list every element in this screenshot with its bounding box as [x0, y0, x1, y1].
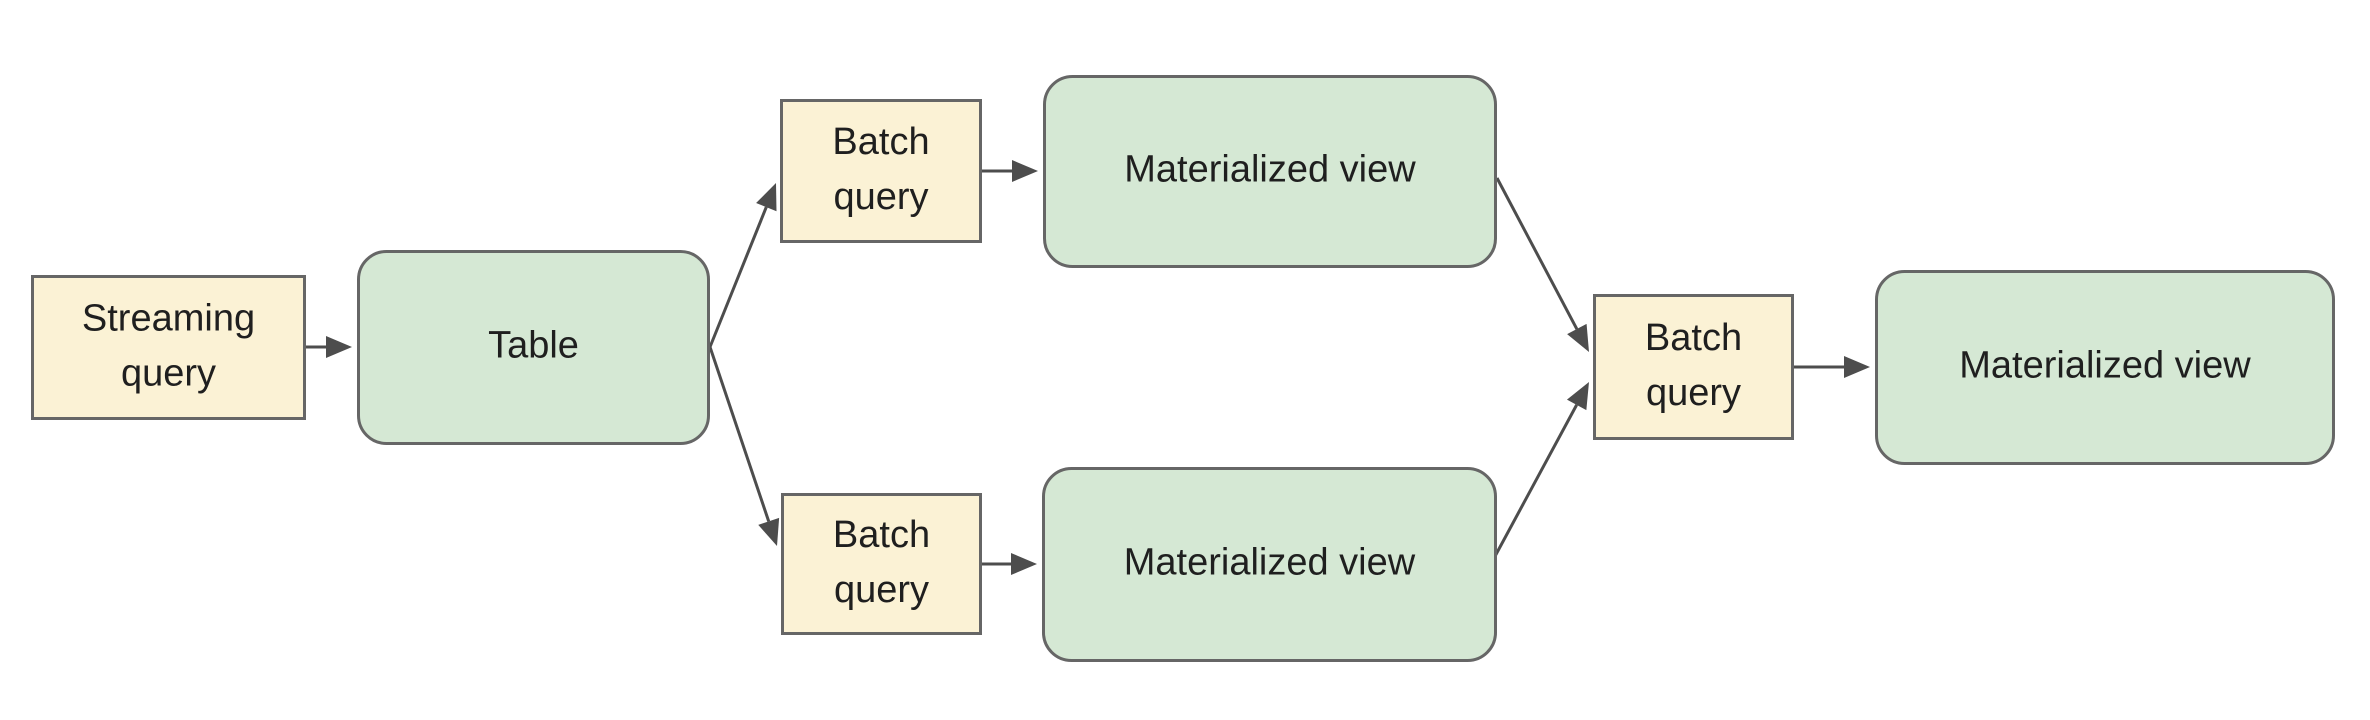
node-shape[interactable] [357, 250, 710, 445]
node-label: Materialized view [1124, 542, 1416, 584]
edges-layer [306, 160, 1870, 575]
node-label-line2: query [833, 176, 928, 218]
edge-table-to-batch-bottom [708, 346, 780, 546]
node-label: Materialized view [1124, 149, 1416, 191]
edge-shaft [1491, 404, 1578, 561]
nodes-layer: StreamingqueryTableBatchqueryMaterialize… [31, 75, 2335, 662]
arrowhead-icon [1012, 160, 1038, 182]
node-label-line1: Batch [832, 121, 929, 163]
arrowhead-icon [1844, 356, 1870, 378]
node-label-line2: query [834, 569, 929, 611]
node-shape[interactable] [1593, 294, 1794, 440]
edge-mv-top-to-batch-right [1495, 177, 1589, 352]
node-materialized-view-top[interactable]: Materialized view [1043, 75, 1497, 268]
arrowhead-icon [758, 517, 780, 546]
arrowhead-icon [1566, 382, 1589, 411]
node-label: Table [488, 325, 579, 367]
arrowhead-icon [756, 183, 777, 212]
node-label-line1: Batch [1645, 317, 1742, 359]
node-shape[interactable] [1875, 270, 2335, 465]
node-shape[interactable] [1042, 467, 1497, 662]
edge-shaft [708, 206, 768, 348]
node-batch-query-top[interactable]: Batch query [780, 99, 982, 243]
node-label: Materialized view [1959, 345, 2251, 387]
node-shape[interactable] [1043, 75, 1497, 268]
node-streaming-query[interactable]: Streaming query [31, 275, 306, 420]
node-label-line1: Batch [833, 514, 930, 556]
edge-streaming-to-table [306, 336, 352, 358]
edge-batch-bottom-to-mv-bottom [982, 553, 1037, 575]
arrowhead-icon [1567, 323, 1589, 352]
node-label-line2: query [1646, 372, 1741, 414]
node-label-line1: Streaming [82, 298, 255, 340]
edge-shaft [708, 346, 771, 522]
edge-batch-right-to-mv-right [1794, 356, 1870, 378]
node-materialized-view-bottom[interactable]: Materialized view [1042, 467, 1497, 662]
node-shape[interactable] [780, 99, 982, 243]
node-shape[interactable] [781, 493, 982, 635]
node-batch-query-bottom[interactable]: Batch query [781, 493, 982, 635]
node-label-line2: query [121, 353, 216, 395]
arrowhead-icon [1011, 553, 1037, 575]
edge-table-to-batch-top [708, 183, 777, 348]
node-shape[interactable] [31, 275, 306, 420]
node-materialized-view-right[interactable]: Materialized view [1875, 270, 2335, 465]
edge-shaft [1495, 177, 1579, 330]
node-table[interactable]: Table [357, 250, 710, 445]
node-batch-query-right[interactable]: Batch query [1593, 294, 1794, 440]
edge-mv-bottom-to-batch-right [1491, 382, 1589, 561]
arrowhead-icon [326, 336, 352, 358]
edge-batch-top-to-mv-top [982, 160, 1038, 182]
